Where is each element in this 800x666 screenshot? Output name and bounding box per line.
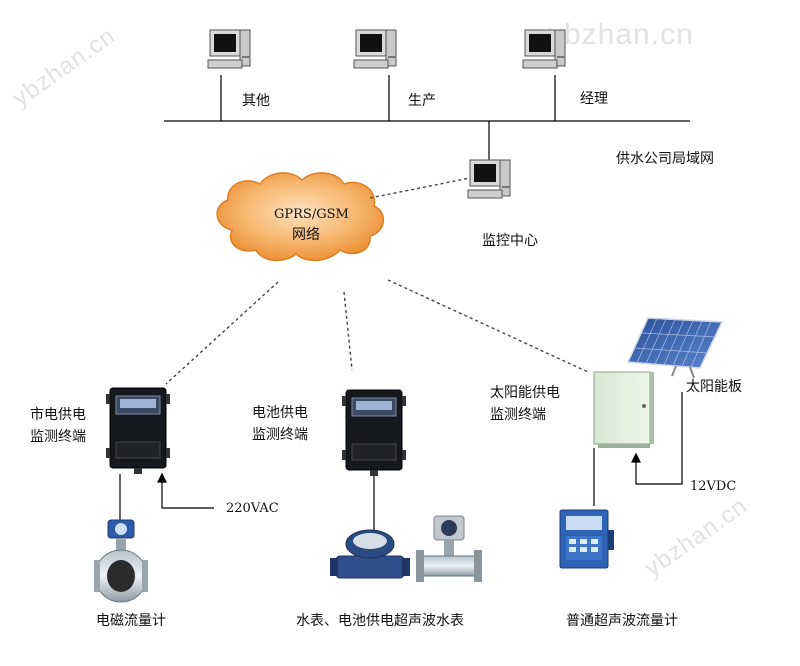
lan-backbone [164,75,690,160]
solar-panel-label: 太阳能板 [686,379,742,395]
ultrasonic-flowmeter-icon [559,509,614,569]
mains-terminal-label-line2: 监测终端 [30,429,86,445]
computer-icon-production [353,29,397,69]
lan-name-label: 供水公司局域网 [616,151,714,167]
ultrasonic-water-meter-icon [416,515,482,582]
solar-terminal-cabinet [593,371,654,448]
mains-terminal-label-line1: 市电供电 [30,407,86,423]
lan-terminal-label-production: 生产 [408,93,436,109]
water-meter-label: 水表、电池供电超声波水表 [296,613,464,629]
wireless-links [165,177,589,385]
computer-icon-monitor-center [467,159,511,199]
mains-terminal-device [105,387,171,475]
battery-terminal-label-line1: 电池供电 [252,405,308,421]
electromagnetic-flowmeter-icon [94,519,148,603]
power-dc-label: 12VDC [690,479,737,494]
power-ac-label: 220VAC [226,501,279,516]
water-meter-icon [330,529,410,579]
solar-cables [593,392,683,506]
solar-panel-icon [626,317,724,379]
mains-cables [119,472,214,520]
solar-terminal-label-line1: 太阳能供电 [490,385,560,401]
computer-icon-other [207,29,251,69]
ultrasonic-flowmeter-label: 普通超声波流量计 [566,613,678,629]
lan-terminal-label-manager: 经理 [580,91,608,107]
battery-terminal-device [341,389,407,477]
network-label-line1: GPRS/GSM [274,207,349,222]
watermark-top-right: ybzhan.cn [548,18,694,51]
network-label-line2: 网络 [292,227,320,243]
monitor-center-label: 监控中心 [482,233,538,249]
cloud-icon [216,172,384,262]
lan-terminal-label-other: 其他 [242,93,270,109]
electromagnetic-flowmeter-label: 电磁流量计 [96,613,166,629]
computer-icon-manager [522,29,566,69]
solar-terminal-label-line2: 监测终端 [490,407,546,423]
battery-terminal-label-line2: 监测终端 [252,427,308,443]
